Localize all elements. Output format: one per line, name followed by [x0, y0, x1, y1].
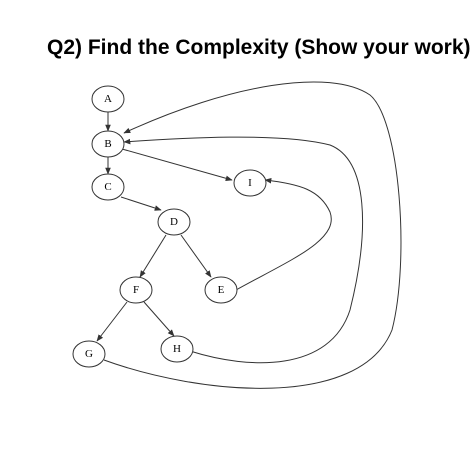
node-e: E — [204, 276, 238, 304]
node-i-shape — [233, 169, 267, 197]
edge-d-e — [180, 234, 212, 278]
node-f-shape — [119, 276, 153, 304]
node-i-label: I — [248, 177, 252, 189]
edge-h-b — [123, 136, 363, 364]
edge-e-i — [235, 177, 332, 291]
node-e-label: E — [218, 284, 225, 296]
edges — [96, 81, 402, 389]
edge-c-d — [120, 196, 162, 211]
node-d: D — [157, 208, 191, 236]
node-g: G — [72, 340, 106, 368]
node-i: I — [233, 169, 267, 197]
node-b-label: B — [104, 138, 111, 150]
node-b-shape — [91, 130, 125, 158]
node-c-shape — [91, 173, 125, 201]
node-a-shape — [91, 85, 125, 113]
node-d-label: D — [170, 216, 178, 228]
edge-d-f — [139, 234, 167, 278]
edge-f-g — [96, 301, 128, 342]
node-h-shape — [160, 335, 194, 363]
edge-g-b — [103, 81, 402, 389]
node-d-shape — [157, 208, 191, 236]
node-f-label: F — [133, 284, 139, 296]
edge-f-h — [143, 301, 175, 337]
node-g-shape — [72, 340, 106, 368]
node-h: H — [160, 335, 194, 363]
edge-b-i — [121, 148, 233, 181]
node-h-label: H — [173, 343, 181, 355]
node-f: F — [119, 276, 153, 304]
node-g-label: G — [85, 348, 93, 360]
node-b: B — [91, 130, 125, 158]
node-c: C — [91, 173, 125, 201]
question-title: Q2) Find the Complexity (Show your work) — [47, 36, 471, 59]
node-c-label: C — [104, 181, 111, 193]
node-e-shape — [204, 276, 238, 304]
node-a: A — [91, 85, 125, 113]
node-a-label: A — [104, 93, 112, 105]
